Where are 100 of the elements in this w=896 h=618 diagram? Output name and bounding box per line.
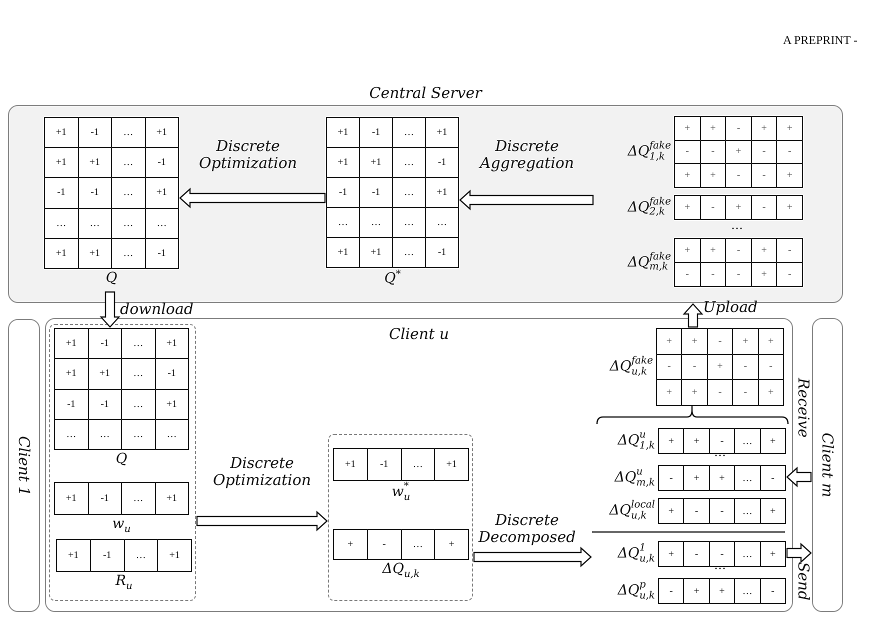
matrix-cell: +1 [146, 118, 178, 148]
client-panel [8, 319, 40, 612]
matrix-cell: -1 [146, 148, 178, 178]
edge-label: Discrete Optimization [198, 138, 298, 172]
hollow-arrow [179, 188, 326, 208]
edge-label: Send [794, 562, 812, 600]
matrix-cell: + [659, 542, 684, 566]
matrix-cell: - [752, 196, 776, 219]
matrix-label: R$_{u}$ [116, 573, 132, 592]
matrix-cell: … [55, 420, 88, 449]
matrix-cell: +1 [78, 238, 111, 268]
matrix-cell: … [112, 208, 144, 238]
matrix-cell: … [327, 208, 359, 237]
panel-title: Central Server [369, 84, 482, 102]
matrix-cell: + [675, 196, 700, 219]
matrix-cell: - [760, 579, 785, 603]
matrix-cell: … [426, 208, 458, 237]
matrix-cell: … [122, 329, 154, 358]
edge-label: Receive [794, 378, 812, 438]
matrix-cell: -1 [156, 359, 188, 388]
matrix-cell: … [112, 148, 144, 178]
matrix-cell: + [760, 499, 785, 523]
matrix-cell: - [726, 239, 751, 262]
matrix-cell: +1 [57, 540, 90, 571]
matrix-cell: … [393, 118, 425, 147]
matrix-cell: - [777, 263, 802, 286]
matrix-cell: +1 [156, 483, 188, 514]
hollow-arrow [459, 190, 594, 210]
matrix-cell: … [156, 420, 188, 449]
matrix-cell: + [675, 164, 700, 187]
matrix-cell: +1 [45, 238, 78, 268]
matrix-cell: … [124, 540, 158, 571]
matrix-cell: … [45, 208, 78, 238]
matrix-cell: - [659, 466, 684, 490]
matrix-cell: + [657, 380, 682, 405]
matrix-cell: +1 [327, 148, 359, 177]
matrix-cell: … [360, 208, 392, 237]
matrix-cell: … [402, 449, 434, 480]
matrix-cell: + [758, 329, 783, 354]
matrix-cell: + [684, 466, 709, 490]
matrix-cell: + [752, 263, 776, 286]
panel-title: Client m [818, 432, 836, 498]
matrix-cell: + [684, 429, 709, 453]
matrix-cell: +1 [327, 238, 359, 267]
matrix-cell: +1 [55, 483, 88, 514]
matrix-cell: - [659, 579, 684, 603]
matrix-cell: + [710, 579, 734, 603]
matrix-cell: + [334, 530, 367, 559]
matrix-cell: … [735, 466, 760, 490]
matrix-cell: +1 [426, 118, 458, 147]
hollow-arrow [682, 303, 704, 328]
matrix-cell: +1 [334, 449, 367, 480]
matrix-cell: +1 [45, 118, 78, 148]
matrix-cell: - [675, 140, 700, 164]
matrix-cell: + [700, 239, 726, 262]
matrix-cell: … [735, 579, 760, 603]
matrix-cell: + [657, 329, 682, 354]
matrix-cell: -1 [426, 238, 458, 267]
matrix-cell: +1 [156, 390, 188, 419]
matrix-label: Q$^{*}$ [384, 269, 401, 287]
matrix-cell: - [777, 239, 802, 262]
ellipsis: … [731, 218, 743, 232]
matrix-cell: … [393, 148, 425, 177]
dashed-group-box [49, 324, 196, 601]
matrix-cell: + [760, 542, 785, 566]
matrix-cell: +1 [146, 178, 178, 208]
matrix-cell: - [710, 499, 734, 523]
matrix-label: Q [116, 451, 128, 467]
matrix-cell: … [735, 542, 760, 566]
matrix-cell: -1 [368, 449, 400, 480]
edge-label: Discrete Optimization [212, 455, 312, 490]
edge-label: download [120, 301, 194, 318]
matrix-cell: … [122, 483, 154, 514]
matrix-cell: + [659, 499, 684, 523]
matrix-cell: + [726, 196, 751, 219]
matrix-cell: - [700, 263, 726, 286]
matrix-cell: + [700, 164, 726, 187]
matrix-cell: -1 [55, 390, 88, 419]
matrix-cell: … [88, 420, 121, 449]
matrix-cell: … [112, 118, 144, 148]
matrix-cell: - [726, 164, 751, 187]
hollow-arrow [473, 546, 592, 568]
edge-label: Upload [703, 299, 758, 316]
matrix-cell: - [700, 196, 726, 219]
matrix-cell: + [682, 329, 707, 354]
panel-title: Client 1 [15, 436, 33, 496]
matrix-label: Q [106, 270, 118, 286]
matrix-cell: - [733, 354, 758, 380]
matrix-cell: … [146, 208, 178, 238]
matrix-cell: + [684, 579, 709, 603]
matrix-cell: … [402, 530, 434, 559]
matrix-cell: -1 [88, 329, 121, 358]
matrix-cell: - [726, 117, 751, 140]
matrix-cell: +1 [360, 148, 392, 177]
matrix-cell: +1 [426, 178, 458, 207]
matrix-cell: … [393, 208, 425, 237]
matrix-cell: -1 [426, 148, 458, 177]
matrix-cell: … [112, 238, 144, 268]
matrix-cell: +1 [45, 148, 78, 178]
matrix-cell: - [657, 354, 682, 380]
